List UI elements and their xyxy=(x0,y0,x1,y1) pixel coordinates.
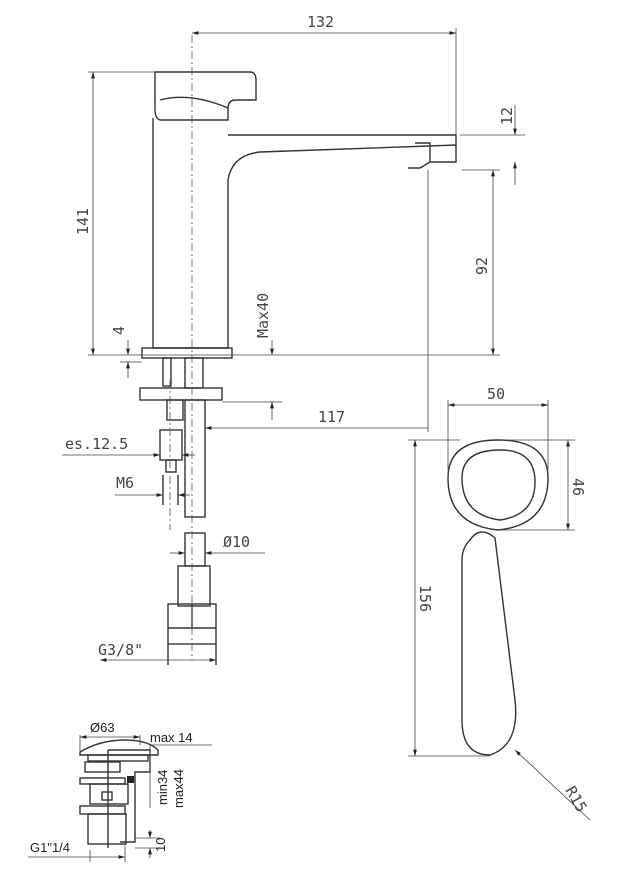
dim-4: 4 xyxy=(110,326,128,335)
dim-es12-5: es.12.5 xyxy=(65,435,128,453)
dim-10: 10 xyxy=(153,838,168,852)
dim-92: 92 xyxy=(473,257,491,275)
dim-g3-8: G3/8" xyxy=(98,641,143,659)
dim-min34: min34 xyxy=(155,770,170,805)
drain-dimensions: Ø63 max 14 min34 max44 10 G1"1/4 xyxy=(28,720,212,862)
dim-diameter-10: Ø10 xyxy=(223,533,250,551)
dim-46: 46 xyxy=(569,478,587,496)
dim-r15: R15 xyxy=(562,783,591,815)
dim-156: 156 xyxy=(416,585,434,612)
dim-117: 117 xyxy=(318,408,345,426)
dim-max40: Max40 xyxy=(254,293,272,338)
faucet-side-view xyxy=(139,35,457,665)
side-dimensions: 132 12 92 141 4 Max40 117 es.12.5 M6 Ø10 xyxy=(62,13,525,662)
dim-max14: max 14 xyxy=(150,730,193,745)
dim-132: 132 xyxy=(307,13,334,31)
dim-max44: max44 xyxy=(171,769,186,808)
dim-m6: M6 xyxy=(116,474,134,492)
dim-g1-1-4: G1"1/4 xyxy=(30,840,70,855)
drain-detail xyxy=(79,739,159,848)
faucet-top-view xyxy=(447,439,549,756)
dim-12: 12 xyxy=(498,107,516,125)
dim-50: 50 xyxy=(487,385,505,403)
dim-141: 141 xyxy=(74,208,92,235)
dim-diameter-63: Ø63 xyxy=(90,720,115,735)
